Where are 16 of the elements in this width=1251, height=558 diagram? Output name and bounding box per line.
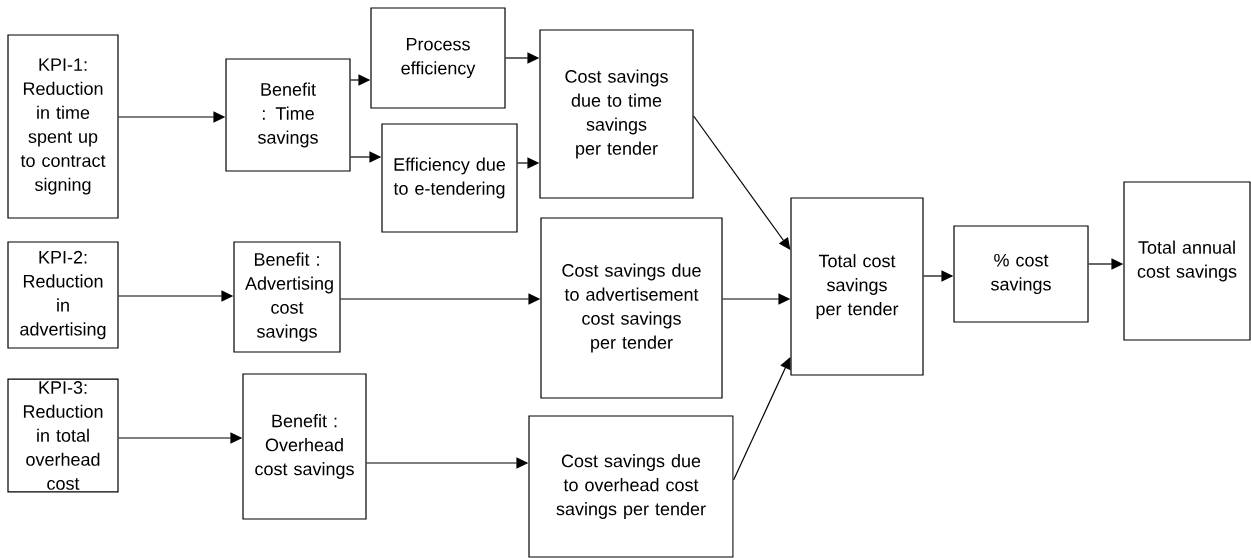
process-box: Cost savings due to time savings per tender <box>539 29 694 199</box>
process-box: Process efficiency <box>370 7 506 109</box>
process-box: Benefit : Advertising cost savings <box>233 241 341 353</box>
process-box: KPI-3: Reduction in total overhead cost <box>7 378 119 493</box>
process-box: Efficiency due to e-tendering <box>381 123 518 233</box>
process-box: % cost savings <box>953 225 1089 323</box>
process-box: KPI-1: Reduction in time spent up to contract signing <box>7 34 119 219</box>
arrow <box>733 357 791 481</box>
process-box: Total cost savings per tender <box>790 197 924 376</box>
process-box: Benefit : Overhead cost savings <box>242 373 367 520</box>
process-box: Cost savings due to overhead cost savings per tender <box>528 415 734 558</box>
process-box: Cost savings due to advertisement cost savings per tender <box>540 217 723 399</box>
process-box: Benefit : Time savings <box>225 58 351 172</box>
process-box: Total annual cost savings <box>1123 181 1251 341</box>
process-box: KPI-2: Reduction in advertising <box>7 241 119 349</box>
arrow <box>693 115 791 250</box>
